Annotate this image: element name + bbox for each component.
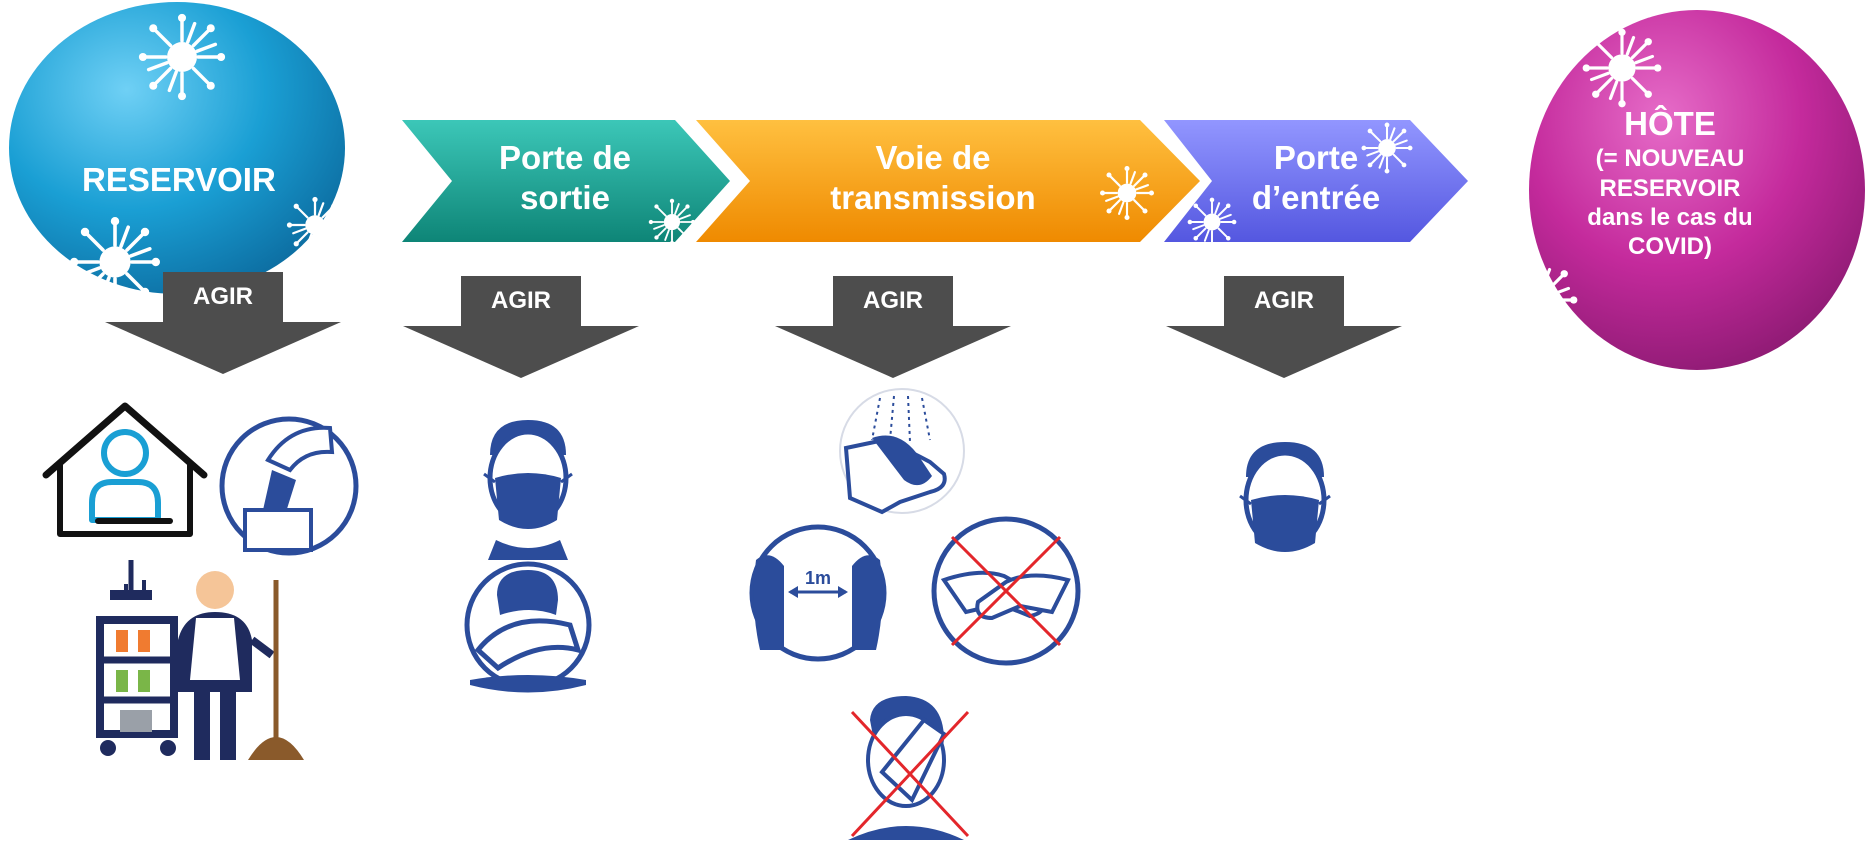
transmission-line2: transmission [830,179,1036,217]
distance-icon [749,524,887,662]
virus-icon [1098,164,1156,222]
entry-gate-node [1164,120,1468,248]
entry-gate-line2: d’entrée [1251,179,1381,217]
face-mask-icon [483,420,573,560]
host-line2: RESERVOIR [1599,174,1741,202]
tissue-icon [219,416,359,556]
virus-icon [1186,196,1238,248]
no-touch-face-icon [848,696,970,840]
virus-icon [1581,27,1663,109]
exit-gate-label: Porte de sortie [470,138,660,219]
entry-gate-label: Porte d’entrée [1236,138,1396,219]
exit-gate-line1: Porte de [498,139,632,176]
virus-icon [285,195,345,255]
reservoir-node [9,2,345,309]
virus-icon [1497,259,1579,341]
action-label: AGIR [1254,287,1314,314]
action-label: AGIR [491,287,551,314]
host-node [1497,10,1865,370]
no-handshake-icon [931,516,1081,666]
reservoir-label: RESERVOIR [82,161,276,198]
transmission-label: Voie de transmission [818,138,1048,219]
hand-washing-icon [839,388,965,515]
transmission-node [696,120,1200,242]
cleaning-staff-icon [96,560,304,760]
action-label: AGIR [193,283,253,310]
host-label: HÔTE (= NOUVEAU RESERVOIR dans le cas du… [1560,104,1780,261]
host-line1: (= NOUVEAU [1595,145,1745,173]
face-mask-icon [1239,442,1331,552]
exit-gate-node [402,120,730,247]
cough-elbow-icon [464,561,592,693]
host-line4: COVID) [1628,233,1712,261]
stay-home-icon [42,402,208,537]
host-line3: dans le cas du [1587,203,1753,231]
exit-gate-line2: sortie [520,179,610,217]
action-label: AGIR [863,287,923,314]
distance-label: 1m [804,568,831,588]
virus-icon [137,12,227,102]
entry-gate-line1: Porte [1273,139,1359,176]
virus-icon [68,215,162,309]
host-title: HÔTE [1624,105,1716,142]
transmission-line1: Voie de [875,139,991,176]
